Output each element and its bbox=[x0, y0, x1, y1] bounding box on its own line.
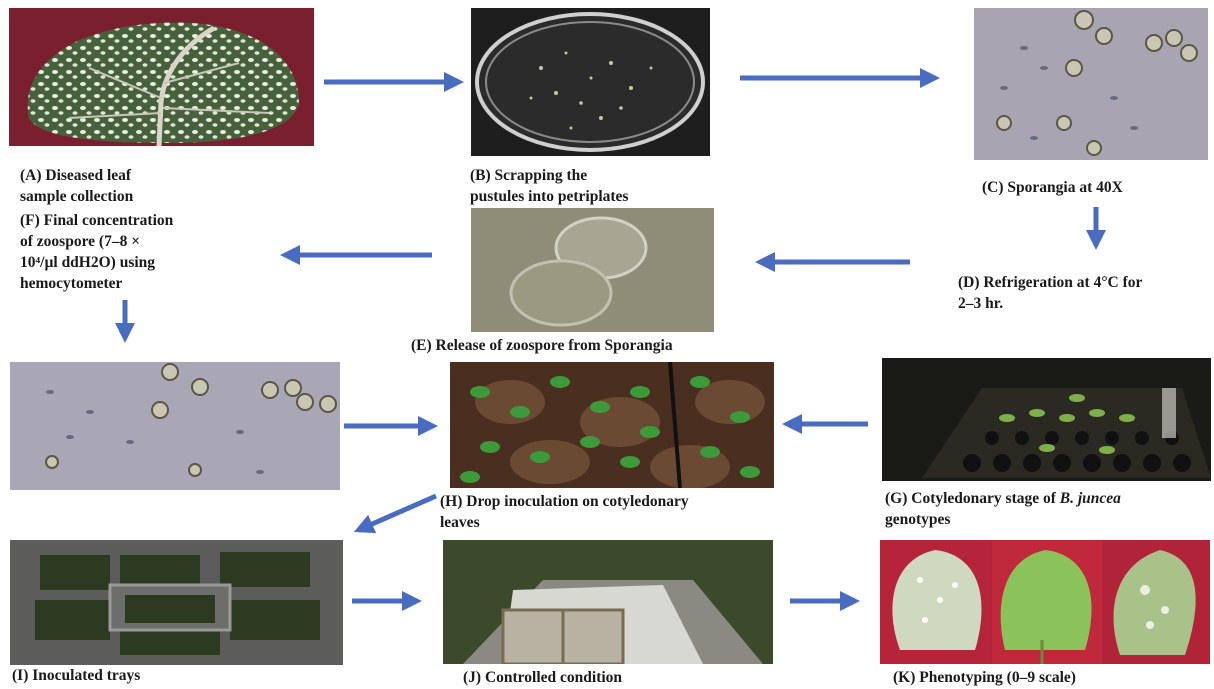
caption-g: (G) Cotyledonary stage of B. juncea geno… bbox=[885, 488, 1121, 530]
caption-i-line1: (I) Inoculated trays bbox=[12, 665, 140, 686]
caption-k-line1: (K) Phenotyping (0–9 scale) bbox=[893, 667, 1076, 688]
caption-f-line1: (F) Final concentration bbox=[20, 210, 173, 231]
caption-e: (E) Release of zoospore from Sporangia bbox=[411, 335, 673, 356]
caption-c-line1: (C) Sporangia at 40X bbox=[982, 177, 1123, 198]
caption-f-line3: 10⁴/µl ddH2O) using bbox=[20, 252, 173, 273]
caption-c: (C) Sporangia at 40X bbox=[982, 177, 1123, 198]
caption-b-line2: pustules into petriplates bbox=[470, 186, 628, 207]
caption-g-line2: genotypes bbox=[885, 509, 1121, 530]
caption-g-prefix: (G) Cotyledonary stage of bbox=[885, 490, 1060, 507]
panel-j-controlled-chamber bbox=[443, 540, 773, 664]
caption-d: (D) Refrigeration at 4°C for 2–3 hr. bbox=[958, 272, 1142, 314]
caption-a: (A) Diseased leaf sample collection bbox=[20, 165, 133, 207]
panel-b-petriplate bbox=[471, 8, 710, 156]
caption-f-line4: hemocytometer bbox=[20, 273, 173, 294]
panel-g-cotyledonary-trays bbox=[882, 358, 1211, 481]
panel-f-zoospore-suspension bbox=[10, 362, 340, 490]
caption-h-line2: leaves bbox=[440, 512, 689, 533]
caption-k: (K) Phenotyping (0–9 scale) bbox=[893, 667, 1076, 688]
caption-b-line1: (B) Scrapping the bbox=[470, 165, 628, 186]
panel-k-phenotype-leaves bbox=[880, 540, 1210, 664]
caption-g-line1: (G) Cotyledonary stage of B. juncea bbox=[885, 488, 1121, 509]
caption-f: (F) Final concentration of zoospore (7–8… bbox=[20, 210, 173, 294]
arrow-h-to-i bbox=[363, 496, 436, 528]
panel-c-sporangia-micrograph bbox=[974, 8, 1208, 160]
caption-e-line1: (E) Release of zoospore from Sporangia bbox=[411, 335, 673, 356]
caption-a-line1: (A) Diseased leaf bbox=[20, 165, 133, 186]
caption-j: (J) Controlled condition bbox=[463, 667, 622, 688]
caption-h: (H) Drop inoculation on cotyledonary lea… bbox=[440, 491, 689, 533]
panel-e-zoospore-release bbox=[471, 208, 714, 332]
panel-i-inoculated-trays bbox=[10, 540, 343, 665]
caption-h-line1: (H) Drop inoculation on cotyledonary bbox=[440, 491, 689, 512]
caption-g-species: B. juncea bbox=[1060, 490, 1121, 507]
caption-f-line2: of zoospore (7–8 × bbox=[20, 231, 173, 252]
caption-d-line2: 2–3 hr. bbox=[958, 293, 1142, 314]
panel-a-diseased-leaf bbox=[9, 8, 314, 146]
caption-i: (I) Inoculated trays bbox=[12, 665, 140, 686]
caption-b: (B) Scrapping the pustules into petripla… bbox=[470, 165, 628, 207]
panel-h-seedlings bbox=[450, 362, 774, 488]
caption-d-line1: (D) Refrigeration at 4°C for bbox=[958, 272, 1142, 293]
caption-j-line1: (J) Controlled condition bbox=[463, 667, 622, 688]
caption-a-line2: sample collection bbox=[20, 186, 133, 207]
